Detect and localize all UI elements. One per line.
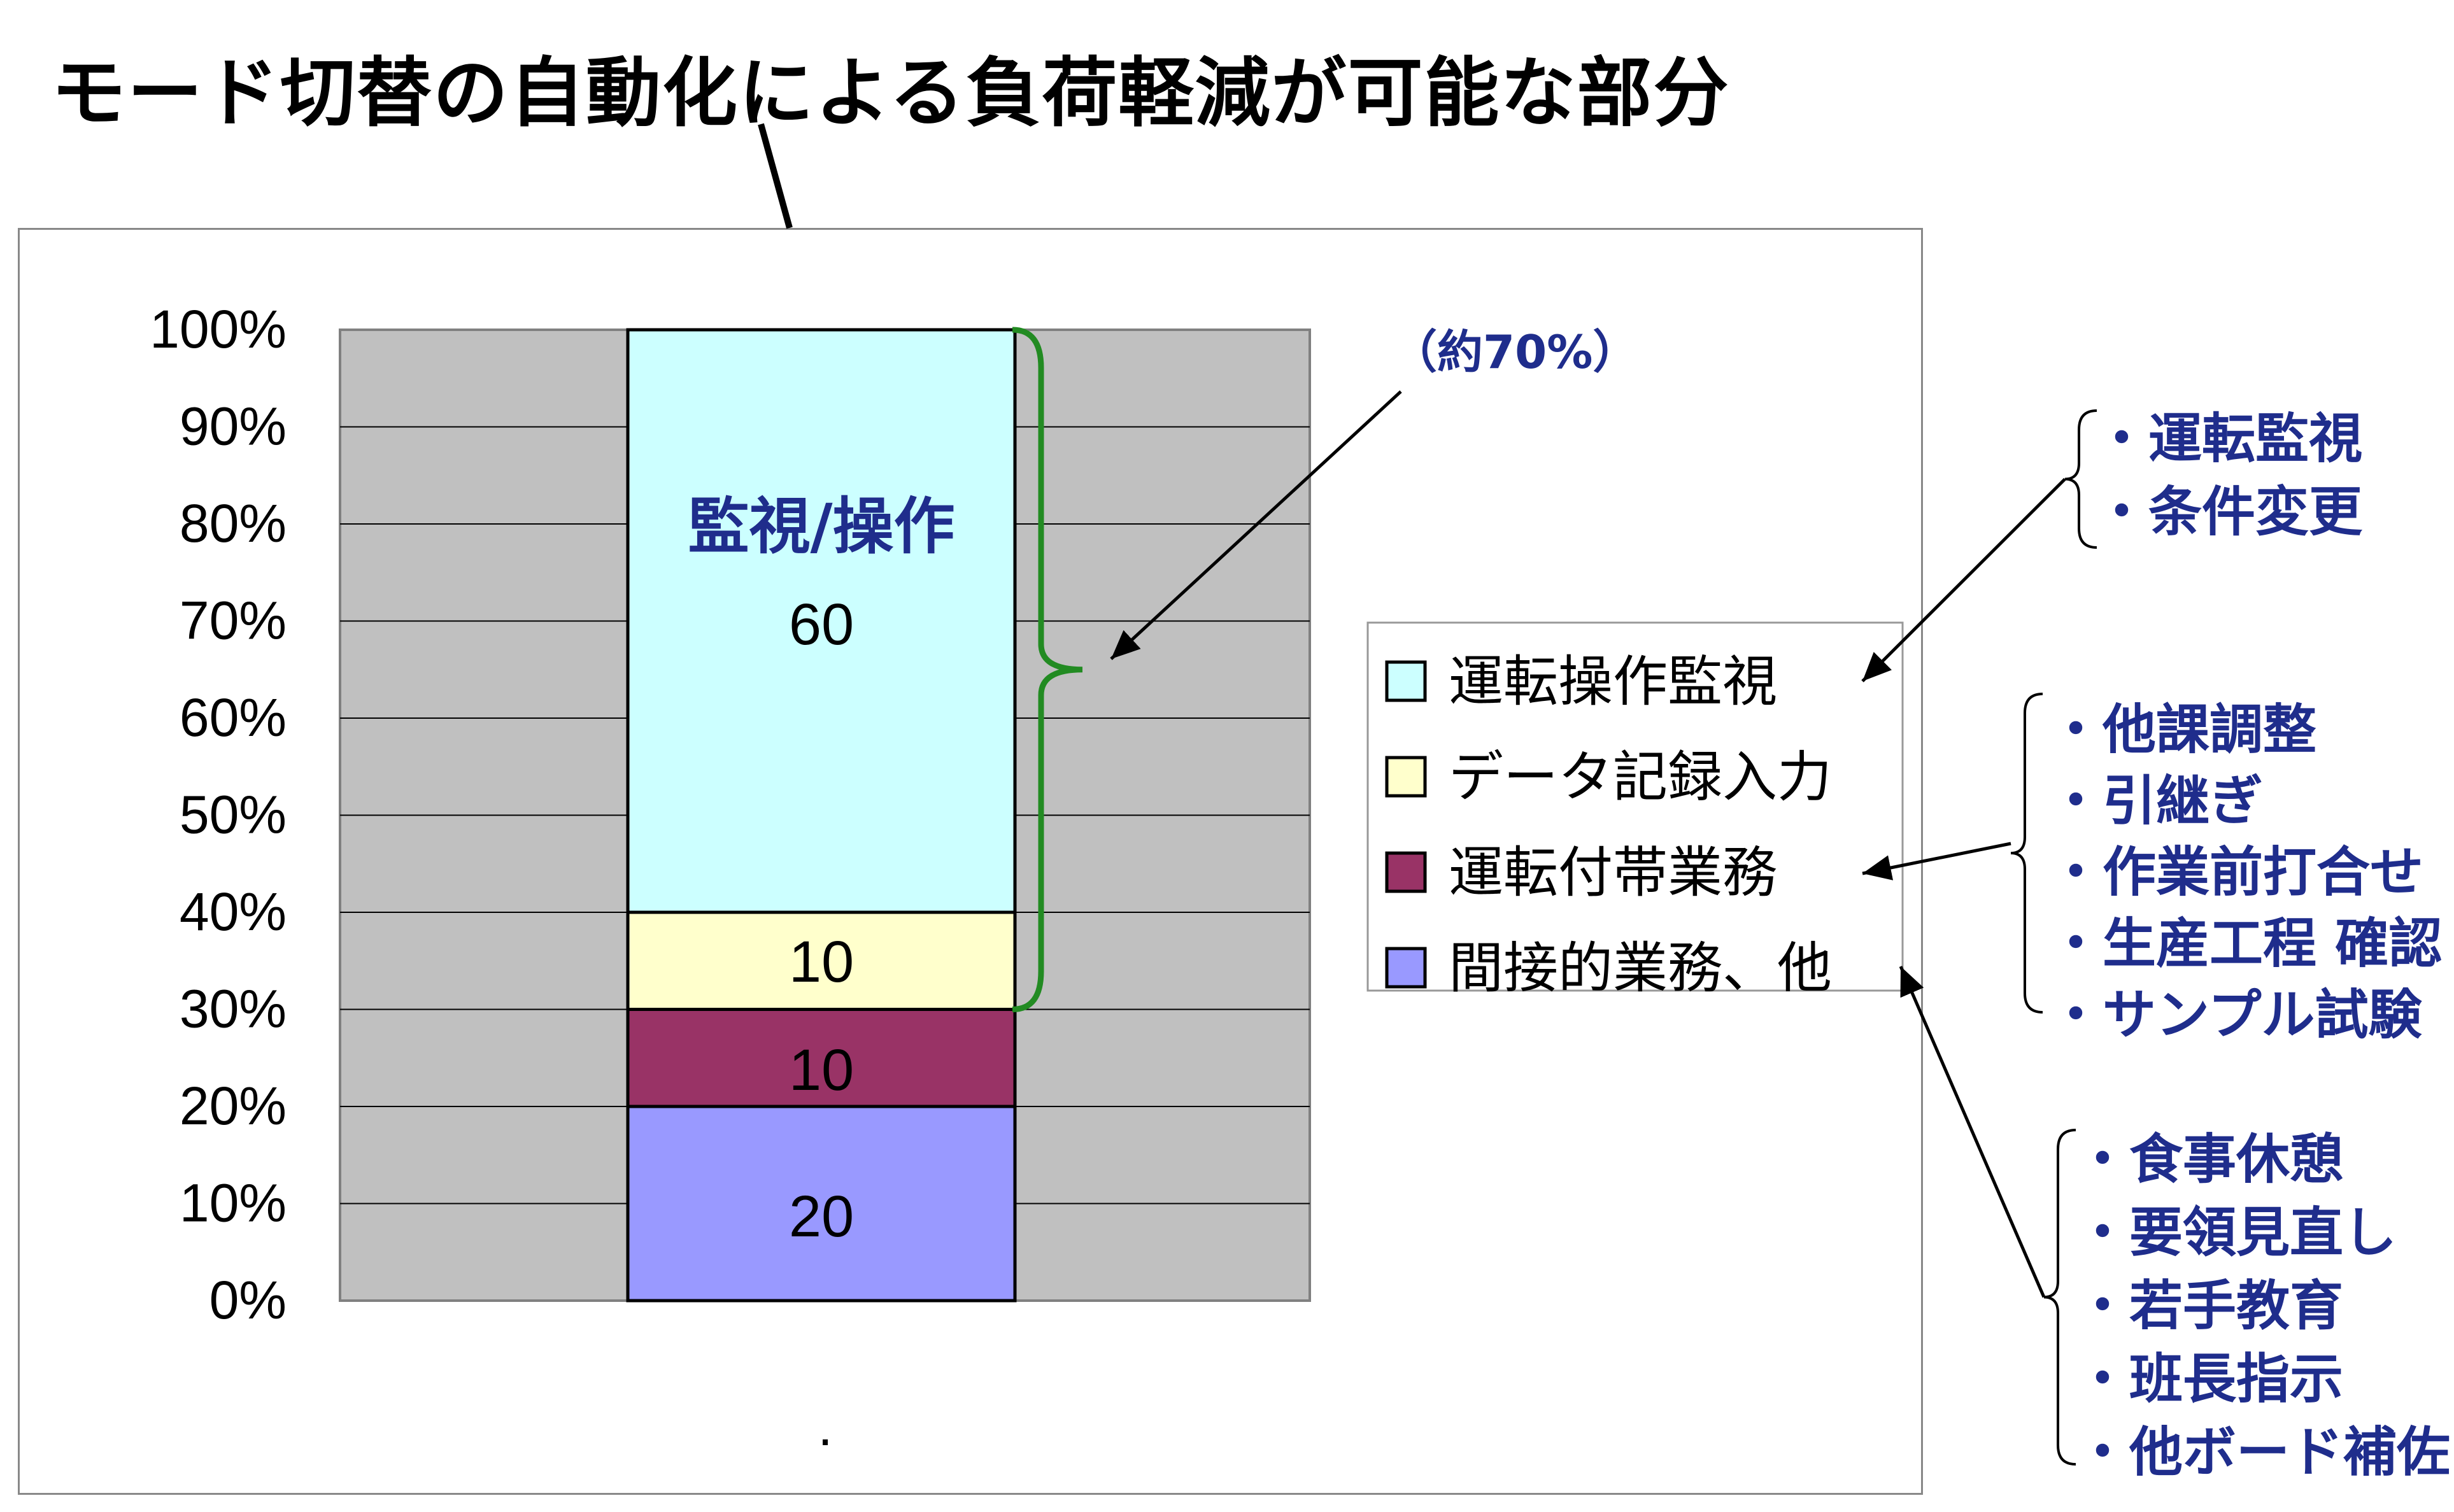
segment-value-label: 60	[789, 592, 854, 657]
y-tick-label: 20%	[180, 1076, 287, 1136]
y-tick-label: 100%	[150, 299, 287, 359]
y-tick-label: 80%	[180, 493, 287, 553]
annotation-arrow	[1862, 842, 2011, 880]
brace-arrow	[1110, 390, 1402, 660]
annotation-item: ・若手教育	[2076, 1275, 2343, 1337]
annotation-item: ・条件変更	[2095, 481, 2363, 543]
annotation-item: ・生産工程 確認	[2049, 912, 2442, 975]
annotation-brace	[2064, 409, 2097, 549]
y-tick-label: 90%	[180, 397, 287, 456]
title-callout-stroke	[758, 123, 793, 229]
y-tick-label: 70%	[180, 591, 287, 651]
legend-label: 運転付帯業務	[1449, 841, 1777, 905]
side-annotations: ・運転監視・条件変更・他課調整・引継ぎ・作業前打合せ・生産工程 確認・サンプル試…	[2010, 407, 2450, 1483]
title-callout-line	[758, 123, 793, 229]
brace-percent-label: （約70%）	[1391, 325, 1638, 379]
bar-segment	[626, 328, 1017, 914]
annotation-item: ・他ボード補佐	[2076, 1421, 2450, 1483]
y-tick-label: 50%	[180, 785, 287, 845]
stacked-bar: 20 10 10 60 監視/操作	[626, 328, 1017, 1303]
brace-annotation: （約70%）	[1012, 325, 1638, 1012]
legend-swatch	[1385, 660, 1427, 702]
green-brace	[1012, 327, 1083, 1012]
x-tick-label: .	[818, 1397, 832, 1457]
annotation-arrows	[1861, 477, 2066, 1298]
legend-swatch	[1385, 851, 1427, 893]
annotation-item: ・他課調整	[2049, 698, 2316, 761]
legend-box	[1366, 621, 1904, 992]
annotation-brace	[2043, 1129, 2076, 1466]
y-tick-label: 30%	[180, 979, 287, 1039]
y-tick-label: 40%	[180, 882, 287, 942]
page-title: モード切替の自動化による負荷軽減が可能な部分	[51, 49, 1730, 137]
annotation-item: ・作業前打合せ	[2049, 841, 2423, 903]
annotation-item: ・サンプル試験	[2049, 984, 2422, 1046]
bar-category-title: 監視/操作	[688, 491, 954, 562]
segment-value-label: 20	[789, 1184, 854, 1249]
annotation-item: ・班長指示	[2076, 1348, 2343, 1410]
annotation-arrow	[1899, 966, 2046, 1298]
y-tick-label: 60%	[180, 688, 287, 747]
y-tick-label: 0%	[209, 1270, 287, 1330]
legend-label: 間接的業務、他	[1449, 936, 1832, 1000]
legend-swatch	[1385, 947, 1427, 989]
segment-value-label: 10	[789, 929, 854, 994]
annotation-item: ・要領見直し	[2076, 1201, 2397, 1264]
y-tick-label: 10%	[180, 1173, 287, 1233]
annotation-item: ・引継ぎ	[2049, 770, 2263, 832]
y-axis: 0% 10% 20% 30% 40% 50% 60% 70% 80% 90% 100%.	[150, 299, 833, 1457]
bar-segment	[626, 1105, 1017, 1303]
annotation-item: ・運転監視	[2095, 407, 2362, 470]
legend-label: データ記録入力	[1449, 745, 1832, 809]
bar-segment	[626, 1008, 1017, 1108]
annotation-arrow	[1861, 477, 2066, 682]
legend-swatch	[1385, 756, 1427, 798]
annotation-item: ・食事休憩	[2076, 1128, 2343, 1191]
annotation-brace	[2010, 693, 2043, 1014]
segment-value-label: 10	[789, 1038, 854, 1103]
legend-label: 運転操作監視	[1449, 650, 1777, 714]
bar-segment	[626, 910, 1017, 1011]
